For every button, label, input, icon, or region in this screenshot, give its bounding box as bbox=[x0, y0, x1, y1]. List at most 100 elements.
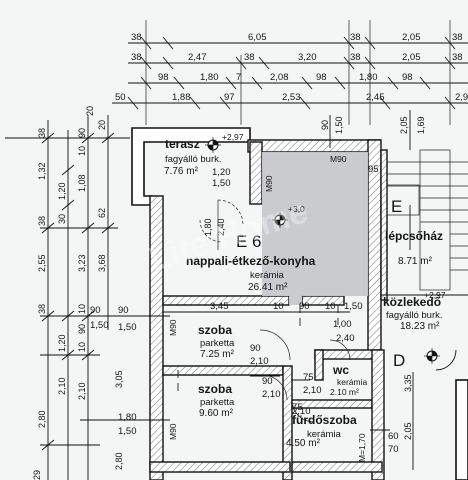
dim-hall-g: 1,50 bbox=[344, 301, 363, 312]
bath-name: fürdőszoba bbox=[292, 413, 357, 427]
dim-left-3-h: 2,10 bbox=[77, 382, 87, 400]
dim-left-4-c: 3,68 bbox=[97, 254, 107, 272]
unit-label: E 6 bbox=[236, 232, 262, 251]
bath-area: 4.50 m² bbox=[286, 438, 321, 449]
dim-left-4-a: 20 bbox=[97, 120, 107, 130]
dim-left-1-e: 38 bbox=[37, 304, 47, 314]
dim-left-lower-a: 90 bbox=[118, 305, 129, 316]
dim-top-3-d: 2,08 bbox=[270, 72, 289, 83]
dim-left-3-c: 1,08 bbox=[77, 174, 87, 192]
terrace-parapet bbox=[131, 127, 251, 206]
door-mark-room1: M90 bbox=[168, 319, 178, 336]
living-area: 26.41 m² bbox=[248, 282, 288, 293]
dim-left-lower-d: 1,50 bbox=[118, 426, 137, 437]
dim-corr-v-b: 1,50 bbox=[334, 116, 344, 134]
dim-left-3-d: 3,23 bbox=[77, 254, 87, 272]
dim-hall-c: 3,45 bbox=[210, 301, 229, 312]
dim-bath-door-b: 2,10 bbox=[292, 406, 311, 417]
wc-area: 2.10 m² bbox=[330, 387, 359, 397]
dim-wc-door-b: 2,10 bbox=[303, 385, 322, 396]
dim-top-4-c: 97 bbox=[224, 92, 235, 103]
dim-left-2-c: 1,20 bbox=[57, 334, 67, 352]
dim-left-2-a: 1,20 bbox=[57, 182, 67, 200]
stairs-name: lépcsőház bbox=[385, 229, 443, 243]
wall-south-left bbox=[149, 461, 291, 473]
door-mark-bath: M=1,70 bbox=[357, 433, 367, 462]
wall-stair-west bbox=[380, 149, 388, 301]
dim-left-4-b: 62 bbox=[97, 208, 107, 218]
staircase bbox=[386, 149, 468, 291]
corridor-material: fagyálló burk. bbox=[386, 310, 443, 321]
living-name: nappali-étkező-konyha bbox=[186, 254, 316, 268]
dim-corr-door-a: 1,00 bbox=[333, 319, 352, 330]
dim-top-3-a: 98 bbox=[158, 72, 169, 83]
dim-hall-a: 90 bbox=[90, 305, 101, 316]
dim-left-3-f: 90 bbox=[77, 324, 87, 334]
dim-corr-v-c: 2,05 bbox=[399, 116, 409, 134]
left-dimension-texts: 38 1,32 38 2,55 38 2,80 29 1,20 30 1,20 … bbox=[32, 106, 124, 480]
dim-left-1-b: 1,32 bbox=[37, 162, 47, 180]
top-dimension-texts: 38 6,05 38 2,05 38 38 2,47 38 3,20 38 2,… bbox=[115, 32, 468, 103]
living-height: +3,0 bbox=[288, 204, 305, 214]
door-mark-terrace: M90 bbox=[264, 175, 274, 192]
room-labels: terasz +2,97 fagyálló burk. 7.76 m² +3,0… bbox=[164, 132, 446, 449]
dim-room1-door-b: 2,10 bbox=[250, 356, 269, 367]
inner-dimension-lines bbox=[80, 110, 414, 470]
dim-top-4-e: 2,45 bbox=[366, 92, 385, 103]
dim-top-2-c: 38 bbox=[244, 52, 255, 63]
dim-left-3-b: 10 bbox=[77, 146, 87, 156]
right-column bbox=[455, 379, 468, 480]
wall-wc-west bbox=[314, 349, 324, 381]
dim-bath-right-b: 70 bbox=[388, 444, 399, 455]
dim-living-door-a: 1,80 bbox=[203, 218, 213, 236]
wall-wc-north bbox=[314, 349, 381, 360]
dim-corr-v-e: 95 bbox=[368, 164, 379, 175]
terrace-name: terasz bbox=[165, 137, 200, 151]
dim-top-1-b: 6,05 bbox=[248, 32, 267, 43]
dim-corr-v-a: 90 bbox=[320, 120, 330, 130]
dim-left-1-g: 29 bbox=[32, 470, 42, 480]
wall-south-bath bbox=[291, 461, 383, 473]
dim-top-4-a: 50 bbox=[115, 92, 126, 103]
left-dimension-lines bbox=[5, 115, 130, 480]
dim-bath-door-a: 75 bbox=[292, 402, 303, 413]
dim-left-4-e: 2,80 bbox=[114, 452, 124, 470]
bath-material: kerámia bbox=[307, 429, 342, 440]
door-symbols bbox=[177, 199, 457, 423]
dim-left-1-f: 2,80 bbox=[37, 410, 47, 428]
room2-area: 9.60 m² bbox=[199, 408, 234, 419]
wc-name: wc bbox=[332, 363, 349, 377]
dim-top-1-d: 2,05 bbox=[402, 32, 421, 43]
wc-material: kerámia bbox=[337, 377, 368, 387]
dim-top-2-g: 38 bbox=[452, 52, 463, 63]
terrace-area: 7.76 m² bbox=[164, 166, 199, 177]
room1-area: 7.25 m² bbox=[200, 349, 235, 360]
dim-top-2-f: 2,05 bbox=[402, 52, 421, 63]
dim-room1-door-a: 90 bbox=[250, 343, 261, 354]
dim-right-col-b: 2,05 bbox=[403, 422, 413, 440]
dim-left-lower-b: 1,50 bbox=[118, 322, 137, 333]
corridor-name: közlekedő bbox=[383, 295, 441, 309]
dim-top-1-e: 38 bbox=[452, 32, 463, 43]
dim-corr-v-d: 1,69 bbox=[416, 116, 426, 134]
door-mark-room2: M90 bbox=[168, 423, 178, 440]
wall-bath-east bbox=[371, 349, 385, 480]
dim-left-1-c: 38 bbox=[37, 216, 47, 226]
room2-name: szoba bbox=[198, 382, 232, 396]
dim-right-col-a: 3,35 bbox=[403, 374, 413, 392]
corridor-marker: D bbox=[393, 351, 405, 370]
level-markers bbox=[205, 137, 440, 364]
dim-left-1-a: 38 bbox=[37, 128, 47, 138]
room1-material: parketta bbox=[200, 338, 235, 349]
terrace-height: +2,97 bbox=[222, 132, 244, 142]
dim-left-1-d: 2,55 bbox=[37, 254, 47, 272]
dim-top-2-a: 38 bbox=[131, 52, 142, 63]
dim-top-4-f: 2,9 bbox=[455, 92, 468, 103]
door-mark-top: M90 bbox=[330, 154, 347, 164]
dim-corr-door-b: 2,40 bbox=[336, 333, 355, 344]
dim-top-4-b: 1,88 bbox=[172, 92, 191, 103]
dim-room2-door-b: 2,10 bbox=[262, 389, 281, 400]
dim-left-3-g: 10 bbox=[77, 342, 87, 352]
dim-top-3-c: 7 bbox=[236, 72, 241, 83]
dim-terrace-door-b: 1,50 bbox=[212, 178, 231, 189]
